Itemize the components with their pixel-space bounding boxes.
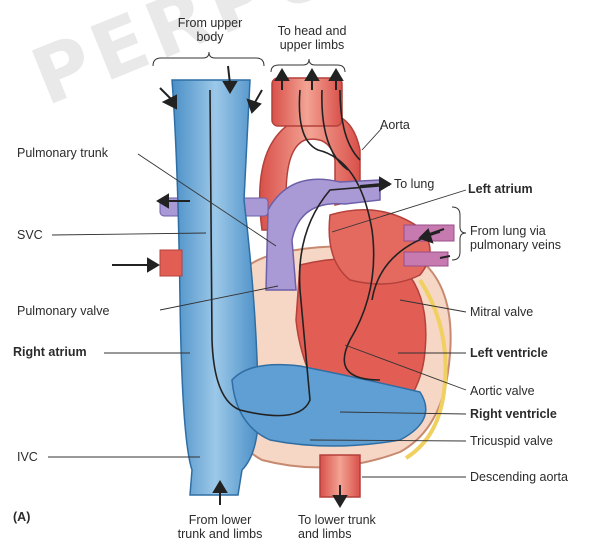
label-left-atrium: Left atrium bbox=[468, 182, 533, 196]
svc-shape bbox=[172, 80, 259, 495]
bracket-upper-body bbox=[153, 52, 264, 66]
pulm-vein-lower bbox=[404, 252, 448, 266]
label-right-ventricle: Right ventricle bbox=[470, 407, 557, 421]
label-ivc: IVC bbox=[17, 450, 38, 464]
label-aortic-valve: Aortic valve bbox=[470, 384, 535, 398]
label-right-atrium: Right atrium bbox=[13, 345, 87, 359]
left-atrium-shape bbox=[329, 210, 430, 284]
label-svc: SVC bbox=[17, 228, 43, 242]
label-left-ventricle: Left ventricle bbox=[470, 346, 548, 360]
label-pulmonary-valve: Pulmonary valve bbox=[17, 304, 109, 318]
label-pulmonary-trunk: Pulmonary trunk bbox=[17, 146, 108, 160]
label-mitral-valve: Mitral valve bbox=[470, 305, 533, 319]
label-descending-aorta: Descending aorta bbox=[470, 470, 568, 484]
label-to-lung: To lung bbox=[394, 177, 434, 191]
label-tricuspid-valve: Tricuspid valve bbox=[470, 434, 553, 448]
label-panel: (A) bbox=[13, 510, 30, 524]
label-aorta: Aorta bbox=[380, 118, 410, 132]
vessel-left-red bbox=[160, 250, 182, 276]
